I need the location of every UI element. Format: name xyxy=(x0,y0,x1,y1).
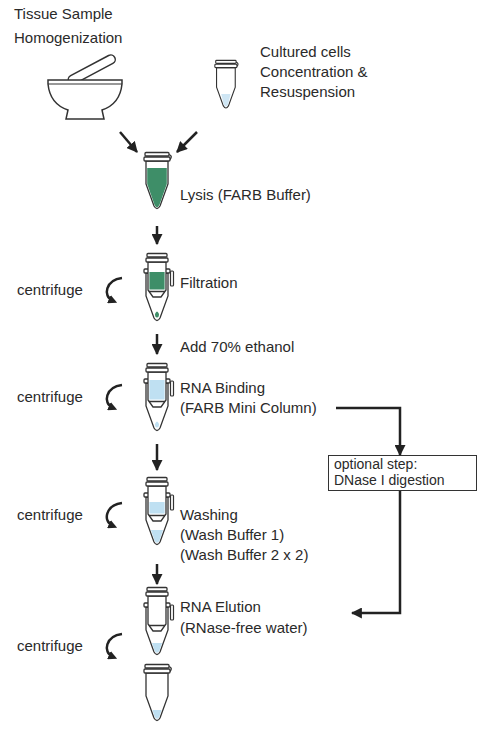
flow-arrow xyxy=(156,564,159,584)
step-text: (Wash Buffer 1) xyxy=(180,526,284,544)
flow-arrow xyxy=(120,132,137,152)
elution-tube xyxy=(144,588,174,655)
final-tube xyxy=(144,665,171,721)
step-text: Lysis (FARB Buffer) xyxy=(180,186,311,204)
flow-arrow xyxy=(156,226,159,244)
flow-arrow xyxy=(352,491,400,613)
lysis-tube xyxy=(144,153,171,209)
step-text: (Wash Buffer 2 x 2) xyxy=(180,546,308,564)
step-node: RNA Binding (FARB Mini Column) xyxy=(140,354,336,444)
step-node: Tissue Sample Homogenization xyxy=(10,0,145,132)
step-text: RNA Binding xyxy=(180,379,265,397)
step-node: RNA Elution (RNase-free water) xyxy=(140,584,352,658)
flow-arrow xyxy=(156,444,159,470)
step-text: (FARB Mini Column) xyxy=(180,399,317,417)
centrifuge-label: centrifuge xyxy=(17,506,83,524)
filtration-tube xyxy=(144,254,174,321)
washing-tube xyxy=(144,478,174,545)
centrifuge-label: centrifuge xyxy=(17,388,83,406)
centrifuge-arrow xyxy=(107,278,122,657)
step-text: RNA Elution xyxy=(180,598,261,616)
binding-tube xyxy=(144,364,174,431)
step-text: Filtration xyxy=(180,274,238,292)
step-text: Washing xyxy=(180,506,238,524)
centrifuge-label: centrifuge xyxy=(17,281,83,299)
step-node: Washing (Wash Buffer 1) (Wash Buffer 2 x 2… xyxy=(140,470,340,564)
cell-tube xyxy=(215,60,238,108)
process-box: optional step:DNase I digestion xyxy=(328,455,477,491)
edge-label: Add 70% ethanol xyxy=(180,338,294,356)
step-node: Lysis (FARB Buffer) xyxy=(140,152,360,226)
step-text: Tissue Sample Homogenization xyxy=(14,2,144,50)
step-node: Filtration xyxy=(140,244,340,334)
flow-arrow xyxy=(177,132,197,152)
flow-arrow xyxy=(156,334,159,354)
step-text: (RNase-free water) xyxy=(180,619,308,637)
mortar-pestle xyxy=(48,53,122,119)
box-text: optional step: xyxy=(334,456,417,473)
step-node: Cultured cells Concentration & Resuspens… xyxy=(190,40,400,132)
centrifuge-label: centrifuge xyxy=(17,637,83,655)
box-text: DNase I digestion xyxy=(334,472,445,489)
flow-arrow xyxy=(336,408,400,455)
step-text: Cultured cells Concentration & Resuspens… xyxy=(260,42,395,102)
